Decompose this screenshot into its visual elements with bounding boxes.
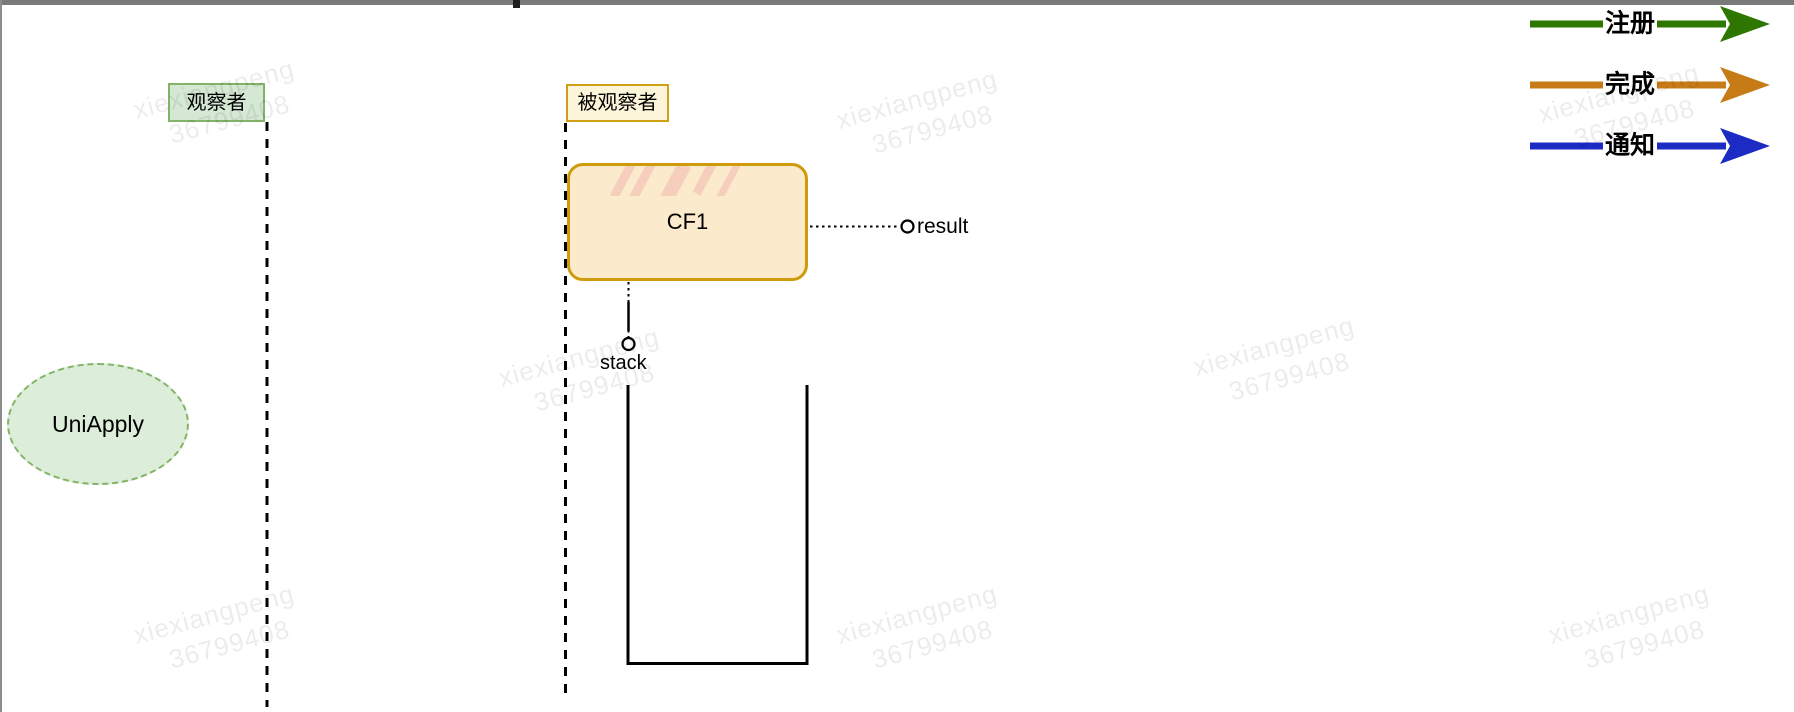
observer-actor-label[interactable]: 观察者 — [168, 83, 265, 122]
result-port-label: result — [917, 215, 969, 238]
legend-register-label: 注册 — [1602, 9, 1658, 38]
uniapply-node-text: UniApply — [51, 410, 145, 437]
red-watermark — [610, 166, 740, 196]
cf1-node-text: CF1 — [666, 209, 709, 234]
result-port-circle — [900, 219, 915, 234]
legend-row-complete: 完成 — [1528, 63, 1773, 107]
cf1-node[interactable]: CF1 — [567, 163, 808, 281]
legend-complete-label: 完成 — [1602, 70, 1658, 99]
window-left-border — [0, 0, 2, 712]
subject-actor-text: 被观察者 — [577, 92, 658, 114]
window-top-notch — [513, 0, 520, 8]
observer-actor-text: 观察者 — [186, 91, 247, 114]
legend-row-register: 注册 — [1528, 2, 1773, 46]
window-top-bar — [0, 0, 1794, 5]
subject-actor-label[interactable]: 被观察者 — [566, 84, 669, 122]
legend-row-notify: 通知 — [1528, 124, 1773, 168]
legend-notify-label: 通知 — [1602, 131, 1658, 160]
uniapply-node[interactable]: UniApply — [7, 363, 189, 485]
stack-port-label: stack — [600, 352, 647, 374]
stack-port-circle — [621, 336, 636, 352]
stack-container — [626, 385, 809, 665]
